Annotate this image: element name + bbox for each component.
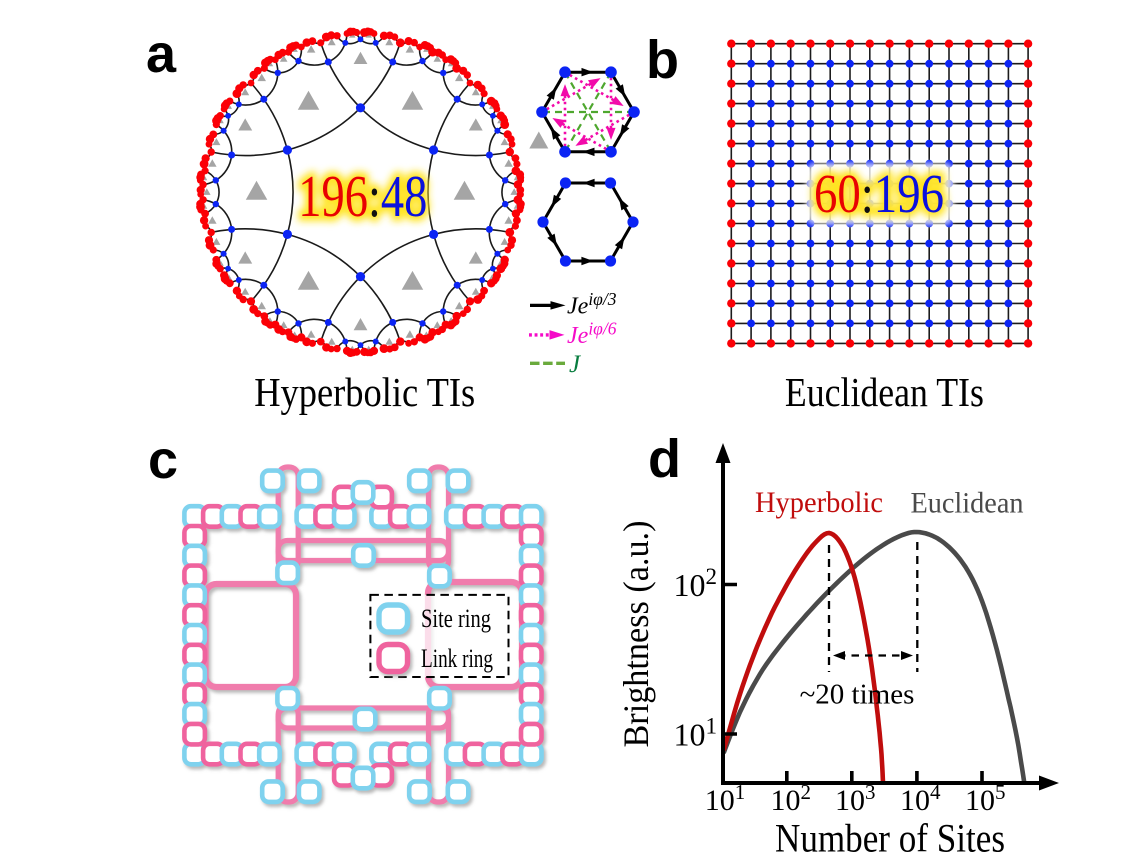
svg-text:Euclidean TIs: Euclidean TIs [785,369,984,415]
svg-text:Site ring: Site ring [421,604,491,633]
svg-text:c: c [148,430,178,490]
svg-text:196:48: 196:48 [298,163,427,229]
svg-text:Number of Sites: Number of Sites [775,816,1005,855]
svg-text:~20 times: ~20 times [800,679,915,711]
svg-text:b: b [646,30,679,90]
svg-text:Brightness (a.u.): Brightness (a.u.) [616,521,656,748]
svg-text:d: d [648,429,681,489]
svg-text:Euclidean: Euclidean [911,487,1024,520]
svg-text:Hyperbolic: Hyperbolic [755,486,883,519]
svg-text:196:48: 196:48 [298,163,427,229]
svg-text:Hyperbolic TIs: Hyperbolic TIs [254,369,475,415]
svg-text:a: a [146,24,177,84]
svg-text:60:196: 60:196 [814,163,944,224]
svg-text:Link ring: Link ring [421,644,493,673]
svg-text:J: J [569,351,582,378]
svg-text:104: 104 [900,780,941,817]
svg-text:60:196: 60:196 [814,163,944,224]
